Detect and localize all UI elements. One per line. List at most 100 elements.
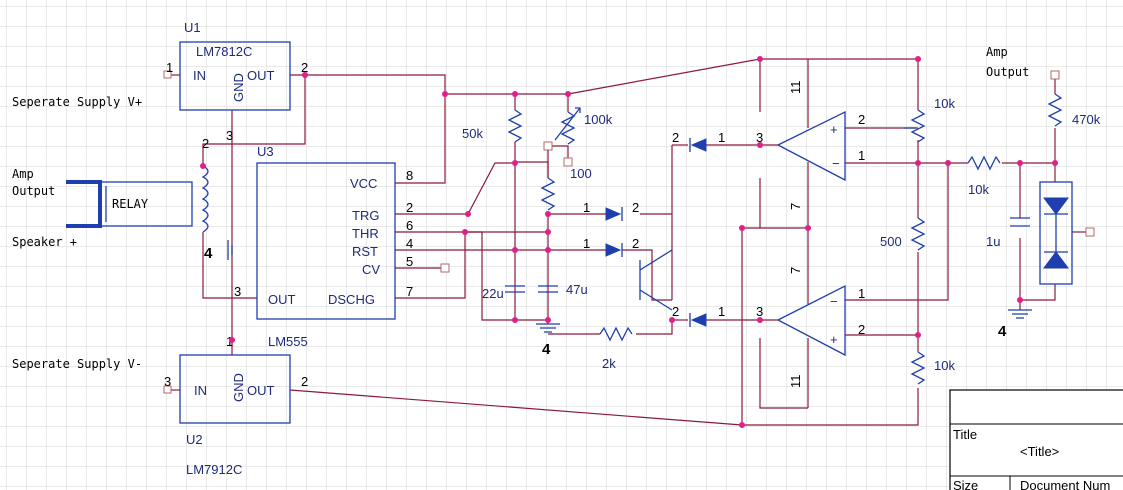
u1-out-label: OUT — [247, 68, 275, 83]
u3-part: LM555 — [268, 334, 308, 349]
opamp2-pin-vp: 7 — [788, 267, 803, 274]
u3-rst: RST — [352, 244, 378, 259]
u2-out-label: OUT — [247, 383, 275, 398]
u2-input-pin — [163, 385, 172, 394]
opamp2-pin-out: 3 — [756, 304, 763, 319]
r-100-value: 100 — [570, 166, 592, 181]
u3-trg: TRG — [352, 208, 379, 223]
u3-pin5: 5 — [406, 254, 413, 269]
pot-100k-value: 100k — [584, 112, 613, 127]
amp-output-right-1: Amp — [986, 45, 1008, 59]
c-22u-value: 22u — [482, 286, 504, 301]
relay-pin-top: 2 — [202, 136, 209, 151]
c-47u-value: 47u — [566, 282, 588, 297]
u2-pin-in: 3 — [164, 374, 171, 389]
u3-vcc: VCC — [350, 176, 377, 191]
opamp1-plus: + — [830, 122, 838, 137]
regulator-u1: U1 LM7812C IN OUT GND 1 2 3 — [163, 20, 308, 143]
opamp1-pin-vn: 7 — [788, 203, 803, 210]
opamp2-plus: + — [830, 332, 838, 347]
u3-cv: CV — [362, 262, 380, 277]
r-10k-bottom-value: 10k — [934, 358, 955, 373]
u3-out: OUT — [268, 292, 296, 307]
r-470k-value: 470k — [1072, 112, 1101, 127]
u1-input-pin — [163, 70, 172, 79]
ground-right: 4 — [998, 308, 1032, 340]
u3-pin8: 8 — [406, 168, 413, 183]
amp-output-right-pin — [1050, 70, 1060, 80]
r-10k-top-value: 10k — [934, 96, 955, 111]
led-d1-pin2: 2 — [632, 200, 639, 215]
opamp-1: + − 3 2 1 11 7 — [756, 59, 865, 228]
transistor-q1 — [639, 249, 673, 311]
r-10k-top: 10k — [904, 96, 955, 143]
led-d2-pin1: 1 — [583, 236, 590, 251]
opamp1-pin-out: 3 — [756, 130, 763, 145]
speaker-label: Speaker + — [12, 235, 77, 249]
c-47u: 47u — [538, 282, 588, 297]
r-10k-input: 10k — [967, 155, 1001, 197]
c-22u: 22u — [482, 285, 525, 301]
led-d1: 1 2 — [583, 200, 639, 221]
title-value: <Title> — [1020, 444, 1059, 459]
opamp1-minus: − — [832, 156, 840, 171]
gnd-4-right-label: 4 — [998, 323, 1007, 340]
u2-ref: U2 — [186, 432, 203, 447]
diode-d3-pin2: 2 — [672, 130, 679, 145]
u1-pin-in: 1 — [166, 60, 173, 75]
sep-supply-neg-label: Seperate Supply V- — [12, 357, 142, 371]
docnum-label: Document Num — [1020, 478, 1110, 490]
sep-supply-pos-label: Seperate Supply V+ — [12, 95, 142, 109]
u2-part: LM7912C — [186, 462, 242, 477]
diode-d4: 2 1 — [672, 304, 725, 327]
relay-gnd-4: 4 — [204, 245, 213, 262]
u3-pin4: 4 — [406, 236, 413, 251]
u3-cv-pin — [440, 263, 450, 273]
opamp-2: − + 3 1 2 7 11 — [756, 267, 865, 408]
r-50k-value: 50k — [462, 126, 483, 141]
u1-in-label: IN — [193, 68, 206, 83]
led-d1-pin1: 1 — [583, 200, 590, 215]
r-50k: 50k — [462, 109, 523, 143]
r-500: 500 — [880, 217, 926, 251]
gnd-4-label: 4 — [542, 341, 551, 358]
opamp1-pin-inn: 1 — [858, 148, 865, 163]
timer-u3: U3 LM555 VCC TRG THR RST CV OUT DSCHG 8 … — [234, 144, 450, 349]
u3-pin3: 3 — [234, 284, 241, 299]
u2-in-label: IN — [194, 383, 207, 398]
amp-output-right-2: Output — [986, 65, 1029, 79]
opamp1-pin-inp: 2 — [858, 112, 865, 127]
amp-output-left-2: Output — [12, 184, 55, 198]
regulator-u2: IN OUT GND U2 LM7912C 3 2 1 — [163, 334, 308, 477]
junction-dots — [200, 56, 1058, 428]
opamp2-minus: − — [830, 294, 838, 309]
relay-label: RELAY — [112, 197, 149, 211]
u3-pin6: 6 — [406, 218, 413, 233]
u1-pin-gnd: 3 — [226, 128, 233, 143]
u3-ref: U3 — [257, 144, 274, 159]
u3-thr: THR — [352, 226, 379, 241]
r-2k-value: 2k — [602, 356, 616, 371]
relay-k1: RELAY 2 4 — [66, 136, 233, 262]
tvs-diode — [1039, 181, 1095, 285]
opamp2-pin-inp: 2 — [858, 322, 865, 337]
r-470k: 470k — [1047, 93, 1101, 127]
u1-part: LM7812C — [196, 44, 252, 59]
r-500-value: 500 — [880, 234, 902, 249]
r-2k: 2k — [599, 326, 633, 371]
c-1u-value: 1u — [986, 234, 1000, 249]
u1-pin-out: 2 — [301, 60, 308, 75]
u2-pin-out: 2 — [301, 374, 308, 389]
u1-gnd-label: GND — [231, 73, 246, 102]
opamp2-pin-vn: 11 — [788, 375, 803, 389]
u3-pin2: 2 — [406, 200, 413, 215]
led-d2-pin2: 2 — [632, 236, 639, 251]
r-100: 100 — [540, 150, 592, 211]
wires — [202, 58, 1088, 426]
pot-100k: 100k — [543, 107, 613, 167]
r-10k-input-value: 10k — [968, 182, 989, 197]
led-d2: 1 2 — [583, 236, 639, 257]
title-block: Title <Title> Size Document Num — [949, 389, 1123, 490]
